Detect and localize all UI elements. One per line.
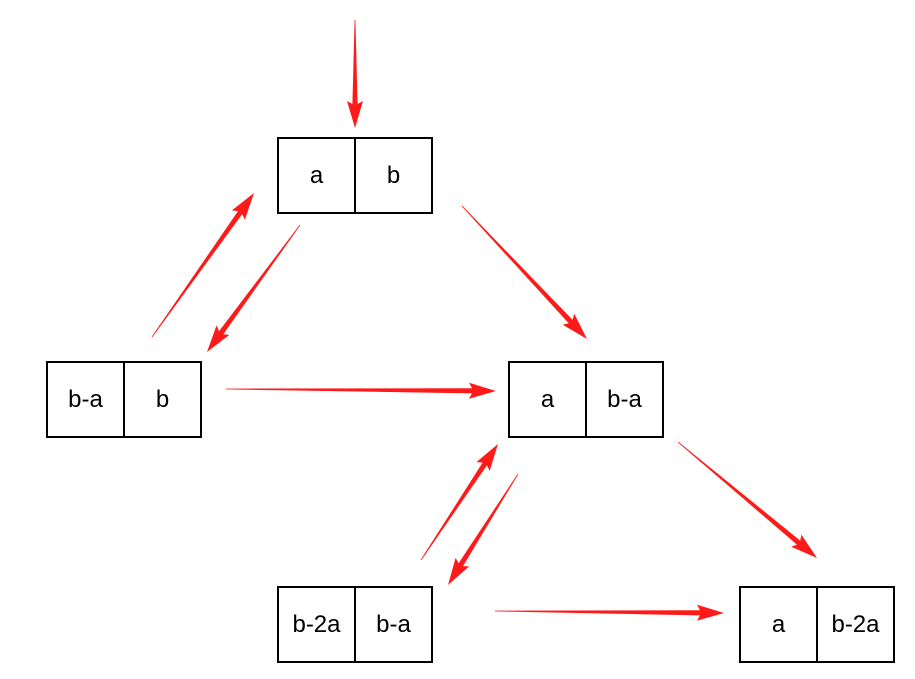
node-n4: b-2a b-a xyxy=(277,586,433,663)
node-left-cell-label: b-2a xyxy=(292,611,341,638)
node-left-cell-label: a xyxy=(772,611,786,638)
node-right-cell-label: b xyxy=(156,386,169,413)
arrow-n3-to-n5 xyxy=(677,441,817,558)
arrow-entry-to-n1 xyxy=(347,20,363,128)
node-left-cell-label: b-a xyxy=(68,386,103,413)
node-left-cell-label: a xyxy=(541,386,555,413)
arrow-n4-to-n5 xyxy=(495,604,724,621)
node-right-cell-label: b xyxy=(387,162,400,189)
node-left-cell-label: a xyxy=(310,162,324,189)
node-right-cell-label: b-a xyxy=(607,386,642,413)
arrow-n1-to-n3 xyxy=(461,205,587,339)
node-n5: a b-2a xyxy=(739,586,895,663)
arrow-n1-to-n2 xyxy=(207,224,301,352)
node-right-cell-label: b-2a xyxy=(831,611,880,638)
node-n3: a b-a xyxy=(508,361,664,438)
arrow-n3-to-n4 xyxy=(448,473,519,585)
arrow-n2-to-n1 xyxy=(151,193,254,338)
arrow-n4-to-n3 xyxy=(420,444,498,561)
arrow-n2-to-n3 xyxy=(226,382,496,399)
arrows-layer xyxy=(151,20,817,621)
node-right-cell-label: b-a xyxy=(376,611,411,638)
node-n2: b-a b xyxy=(46,361,202,438)
